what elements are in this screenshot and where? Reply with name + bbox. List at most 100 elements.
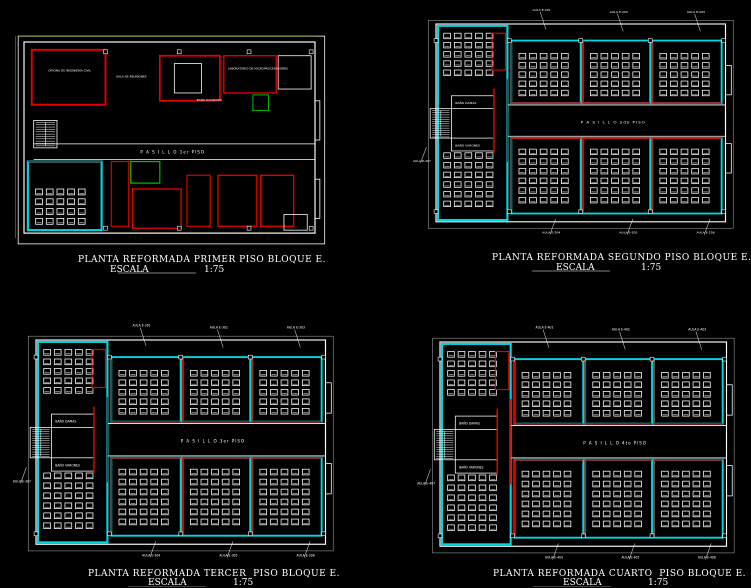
desk bbox=[118, 389, 127, 396]
desk bbox=[259, 508, 268, 516]
desk bbox=[485, 171, 494, 179]
desk bbox=[129, 498, 137, 506]
desk bbox=[85, 349, 94, 356]
desk bbox=[468, 524, 476, 531]
desk bbox=[453, 32, 462, 40]
desk bbox=[75, 387, 83, 394]
desk bbox=[661, 480, 669, 488]
desk bbox=[590, 197, 598, 204]
classroom-label: AULA E-401 bbox=[536, 326, 554, 330]
desk bbox=[150, 389, 158, 396]
desk bbox=[542, 490, 551, 498]
desk bbox=[611, 80, 619, 87]
desk bbox=[539, 187, 548, 194]
desk bbox=[53, 502, 62, 510]
desk bbox=[632, 62, 641, 69]
room-label: OFICINA DE INGENIERIA CIVIL bbox=[48, 68, 91, 72]
room-label: LABORATORIO DE MICROPROCESADORES bbox=[228, 66, 288, 70]
desk bbox=[75, 482, 83, 490]
desk bbox=[232, 408, 241, 415]
desk bbox=[529, 53, 537, 60]
desk bbox=[542, 391, 551, 398]
desk bbox=[659, 148, 668, 156]
desk bbox=[161, 379, 169, 386]
desk bbox=[661, 510, 669, 518]
restroom bbox=[277, 55, 312, 90]
desk bbox=[634, 410, 642, 417]
desk bbox=[75, 377, 83, 385]
desk bbox=[701, 148, 710, 156]
desk bbox=[561, 177, 569, 184]
desk bbox=[602, 400, 611, 407]
desk bbox=[600, 80, 609, 87]
desk bbox=[634, 500, 642, 508]
desk bbox=[613, 520, 621, 528]
desk bbox=[270, 468, 278, 476]
desk bbox=[161, 389, 169, 396]
desk bbox=[464, 69, 473, 76]
desk bbox=[118, 488, 127, 496]
desk bbox=[682, 391, 690, 398]
desk bbox=[611, 158, 619, 165]
desk bbox=[680, 62, 689, 69]
desk bbox=[190, 398, 198, 405]
desk bbox=[671, 520, 680, 528]
leader-line bbox=[549, 218, 556, 235]
desk bbox=[161, 370, 169, 377]
desk bbox=[457, 524, 466, 531]
desk bbox=[443, 191, 451, 198]
desk bbox=[611, 71, 619, 78]
desk bbox=[301, 478, 310, 486]
desk bbox=[518, 62, 527, 69]
desk bbox=[592, 500, 600, 508]
desk bbox=[489, 351, 497, 358]
lab-room-b bbox=[131, 188, 182, 229]
desk bbox=[542, 372, 551, 379]
desk bbox=[200, 498, 209, 506]
desk bbox=[600, 53, 609, 60]
desk bbox=[529, 197, 537, 204]
desk bbox=[621, 148, 630, 156]
desk bbox=[634, 480, 642, 488]
desk bbox=[532, 391, 540, 398]
desk bbox=[680, 80, 689, 87]
desk bbox=[521, 510, 530, 518]
stairwell bbox=[29, 427, 52, 459]
plan-3-scale-value: 1:75 bbox=[233, 578, 254, 588]
desk bbox=[592, 520, 600, 528]
desk bbox=[600, 177, 609, 184]
desk bbox=[161, 498, 169, 506]
desk bbox=[553, 480, 561, 488]
desk bbox=[521, 410, 530, 417]
window bbox=[314, 100, 321, 141]
desk bbox=[129, 518, 137, 526]
desk bbox=[634, 381, 642, 388]
desk bbox=[190, 370, 198, 377]
desk bbox=[590, 53, 598, 60]
desk bbox=[150, 478, 158, 486]
desk bbox=[670, 187, 678, 194]
desk bbox=[703, 381, 711, 388]
desk bbox=[550, 53, 558, 60]
desk bbox=[64, 512, 73, 519]
column bbox=[722, 356, 727, 362]
classroom-label: AULA E-305 bbox=[219, 554, 237, 558]
desk bbox=[602, 410, 611, 417]
desk bbox=[67, 208, 75, 215]
desk bbox=[590, 89, 598, 97]
desk bbox=[661, 470, 669, 478]
desk bbox=[150, 370, 158, 377]
left-wing bbox=[36, 340, 109, 544]
desk bbox=[563, 372, 572, 379]
desk bbox=[77, 188, 86, 196]
leader-line bbox=[304, 541, 311, 558]
desk bbox=[550, 187, 558, 194]
classroom-label: AULA E-304 bbox=[142, 554, 160, 558]
desk bbox=[118, 468, 127, 476]
desk bbox=[680, 53, 689, 60]
desk bbox=[468, 370, 476, 377]
desk bbox=[485, 32, 494, 40]
column bbox=[510, 533, 515, 538]
desk bbox=[464, 171, 473, 179]
desk bbox=[457, 389, 466, 396]
